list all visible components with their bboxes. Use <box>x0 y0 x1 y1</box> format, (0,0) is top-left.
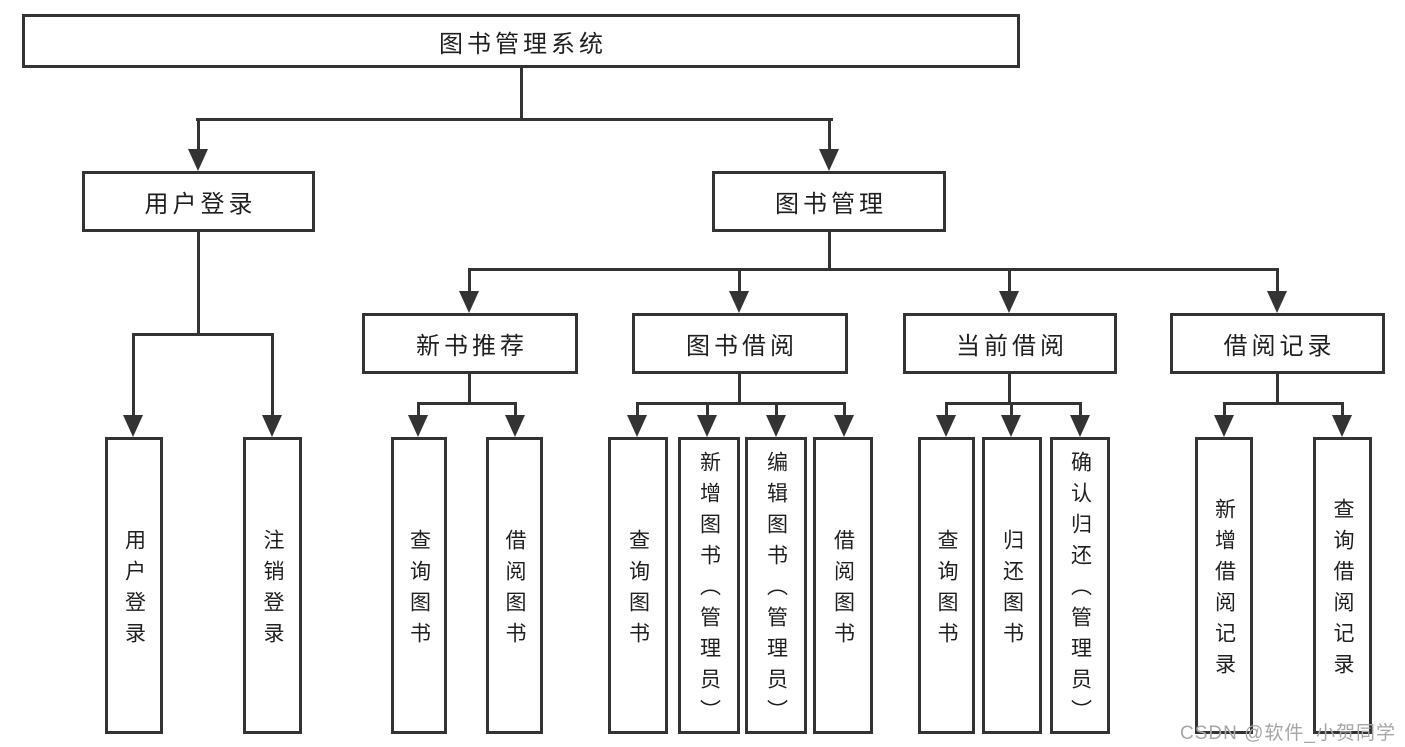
node-user-login: 用户登录 <box>82 171 315 232</box>
leaf-cb-return-books-label: 归还图书 <box>1000 528 1024 653</box>
arrowhead-user-login <box>188 149 208 171</box>
connector-book-borrow-stem <box>738 374 741 405</box>
arrowhead-cb-return <box>1001 415 1021 437</box>
node-new-book-rec: 新书推荐 <box>362 313 578 374</box>
connector-book-borrow-bus <box>636 402 846 405</box>
connector-drop-book-mgmt <box>828 118 831 151</box>
node-current-borrow: 当前借阅 <box>903 313 1117 374</box>
connector-current-borrow-stem <box>1008 374 1011 405</box>
leaf-rec-query-books: 查询图书 <box>391 437 447 734</box>
arrowhead-borrow-records <box>1267 291 1287 313</box>
node-book-borrow-label: 图书借阅 <box>686 333 798 360</box>
connector-drop-nb-query <box>417 402 420 416</box>
connector-book-mgmt-bus <box>468 268 1279 271</box>
arrowhead-bb-edit <box>766 415 786 437</box>
node-book-borrow: 图书借阅 <box>632 313 848 374</box>
leaf-rec-borrow-books: 借阅图书 <box>486 437 543 734</box>
leaf-logout: 注销登录 <box>243 437 302 734</box>
leaf-bb-edit-books-admin-label: 编辑图书（管理员） <box>764 451 788 730</box>
leaf-bb-query-books-label: 查询图书 <box>626 528 650 653</box>
connector-drop-bb-edit <box>775 402 778 416</box>
node-book-mgmt: 图书管理 <box>712 171 946 232</box>
connector-new-book-rec-stem <box>468 374 471 405</box>
arrowhead-bb-borrow <box>834 415 854 437</box>
connector-drop-ul-logout <box>271 333 274 417</box>
leaf-bb-edit-books-admin: 编辑图书（管理员） <box>745 437 807 734</box>
connector-book-mgmt-stem <box>828 232 831 270</box>
node-root: 图书管理系统 <box>22 14 1020 68</box>
node-borrow-records-label: 借阅记录 <box>1223 333 1336 360</box>
leaf-br-add-record: 新增借阅记录 <box>1195 437 1253 734</box>
arrowhead-ul-logout <box>262 415 282 437</box>
arrowhead-current-borrow <box>999 291 1019 313</box>
arrowhead-nb-borrow <box>505 415 525 437</box>
connector-drop-bb-add <box>706 402 709 416</box>
connector-new-book-rec-bus <box>417 402 517 405</box>
node-book-mgmt-label: 图书管理 <box>775 191 887 218</box>
connector-drop-current-borrow <box>1008 268 1011 293</box>
leaf-cb-confirm-return-admin: 确认归还（管理员） <box>1050 437 1110 734</box>
arrowhead-book-borrow <box>729 291 749 313</box>
leaf-user-login-label: 用户登录 <box>122 528 146 653</box>
connector-user-login-stem <box>197 232 200 336</box>
connector-borrow-records-stem <box>1276 374 1279 405</box>
connector-drop-cb-query <box>945 402 948 416</box>
leaf-bb-borrow-books-label: 借阅图书 <box>831 528 855 653</box>
connector-root-stem <box>520 68 523 121</box>
node-borrow-records: 借阅记录 <box>1170 313 1385 374</box>
arrowhead-cb-query <box>936 415 956 437</box>
connector-current-borrow-bus <box>945 402 1082 405</box>
leaf-cb-query-books-label: 查询图书 <box>935 528 958 653</box>
arrowhead-br-add <box>1214 415 1234 437</box>
connector-drop-br-query <box>1341 402 1344 416</box>
arrowhead-book-mgmt <box>819 149 839 171</box>
connector-drop-nb-borrow <box>514 402 517 416</box>
leaf-rec-query-books-label: 查询图书 <box>407 528 431 653</box>
leaf-br-add-record-label: 新增借阅记录 <box>1212 497 1236 684</box>
node-root-label: 图书管理系统 <box>439 30 607 58</box>
arrowhead-bb-query <box>627 415 647 437</box>
leaf-cb-query-books: 查询图书 <box>918 437 975 734</box>
leaf-cb-return-books: 归还图书 <box>982 437 1042 734</box>
connector-drop-bb-borrow <box>843 402 846 416</box>
node-user-login-label: 用户登录 <box>144 191 257 218</box>
leaf-logout-label: 注销登录 <box>261 528 284 653</box>
connector-drop-cb-confirm <box>1079 402 1082 416</box>
connector-drop-br-add <box>1223 402 1226 416</box>
leaf-br-query-record: 查询借阅记录 <box>1313 437 1372 734</box>
connector-level1-bus <box>196 118 833 121</box>
leaf-bb-query-books: 查询图书 <box>608 437 668 734</box>
connector-drop-new-book-rec <box>468 268 471 293</box>
leaf-bb-add-books-admin: 新增图书（管理员） <box>678 437 740 734</box>
connector-drop-borrow-records <box>1276 268 1279 293</box>
leaf-user-login: 用户登录 <box>105 437 163 734</box>
arrowhead-ul-login <box>123 415 143 437</box>
arrowhead-br-query <box>1332 415 1352 437</box>
arrowhead-new-book-rec <box>459 291 479 313</box>
leaf-bb-borrow-books: 借阅图书 <box>813 437 873 734</box>
arrowhead-cb-confirm <box>1070 415 1090 437</box>
arrowhead-bb-add <box>697 415 717 437</box>
connector-borrow-records-bus <box>1223 402 1344 405</box>
leaf-br-query-record-label: 查询借阅记录 <box>1331 497 1354 684</box>
arrowhead-nb-query <box>408 415 428 437</box>
connector-drop-bb-query <box>636 402 639 416</box>
connector-drop-user-login <box>197 118 200 151</box>
node-new-book-rec-label: 新书推荐 <box>416 333 528 360</box>
leaf-rec-borrow-books-label: 借阅图书 <box>503 528 526 653</box>
connector-drop-ul-login <box>132 333 135 417</box>
node-current-borrow-label: 当前借阅 <box>956 333 1068 360</box>
leaf-cb-confirm-return-admin-label: 确认归还（管理员） <box>1068 451 1092 730</box>
leaf-bb-add-books-admin-label: 新增图书（管理员） <box>697 451 721 730</box>
connector-user-login-bus <box>132 333 274 336</box>
watermark: CSDN @软件_小贺同学 <box>1180 723 1396 744</box>
connector-drop-book-borrow <box>738 268 741 293</box>
connector-drop-cb-return <box>1010 402 1013 416</box>
